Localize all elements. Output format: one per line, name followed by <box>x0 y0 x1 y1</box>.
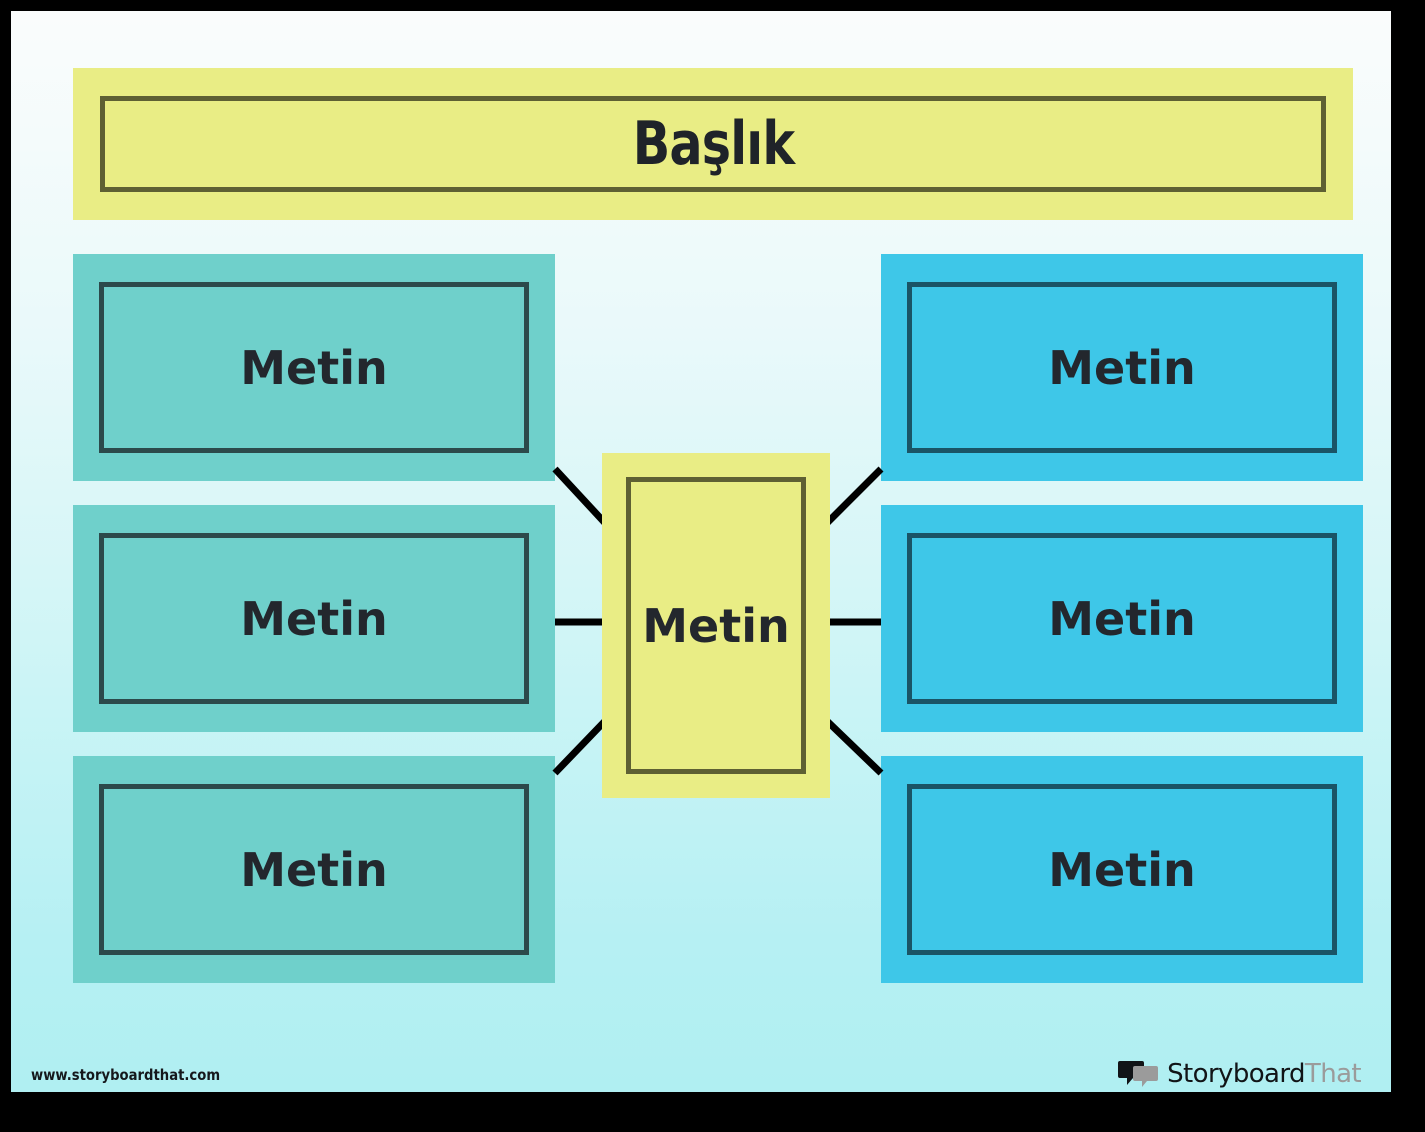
right-node-2-label: Metin <box>1048 591 1196 646</box>
right-node-3-border: Metin <box>907 784 1337 955</box>
right-node-2[interactable]: Metin <box>881 505 1363 732</box>
left-node-2[interactable]: Metin <box>73 505 555 732</box>
right-node-1-border: Metin <box>907 282 1337 453</box>
connector-left-top <box>552 466 608 526</box>
right-node-3-label: Metin <box>1048 842 1196 897</box>
center-node[interactable]: Metin <box>602 453 830 798</box>
left-node-1-border: Metin <box>99 282 529 453</box>
center-node-border <box>626 477 806 774</box>
speech-bubbles-icon <box>1118 1059 1160 1089</box>
left-node-2-label: Metin <box>240 591 388 646</box>
brand-wordmark: StoryboardThat <box>1167 1061 1361 1087</box>
connector-left-bottom <box>552 718 608 776</box>
poster-canvas: Başlık Metin Metin Metin Metin <box>11 11 1391 1092</box>
footer-website-url: www.storyboardthat.com <box>31 1066 221 1084</box>
title-inner-border: Başlık <box>100 96 1326 192</box>
right-node-3[interactable]: Metin <box>881 756 1363 983</box>
left-node-1[interactable]: Metin <box>73 254 555 481</box>
right-node-1-label: Metin <box>1048 340 1196 395</box>
connector-right-bottom <box>824 718 884 776</box>
right-node-2-border: Metin <box>907 533 1337 704</box>
left-node-3-border: Metin <box>99 784 529 955</box>
right-node-1[interactable]: Metin <box>881 254 1363 481</box>
brand-wordmark-dark: Storyboard <box>1167 1059 1305 1089</box>
left-node-1-label: Metin <box>240 340 388 395</box>
center-node-label: Metin <box>642 598 790 653</box>
page-title: Başlık <box>632 109 794 179</box>
left-node-2-border: Metin <box>99 533 529 704</box>
left-node-3[interactable]: Metin <box>73 756 555 983</box>
connector-right-top <box>824 466 884 526</box>
storyboardthat-logo: StoryboardThat <box>1118 1057 1362 1091</box>
brand-wordmark-grey: That <box>1304 1059 1362 1089</box>
title-box[interactable]: Başlık <box>73 68 1353 220</box>
left-node-3-label: Metin <box>240 842 388 897</box>
